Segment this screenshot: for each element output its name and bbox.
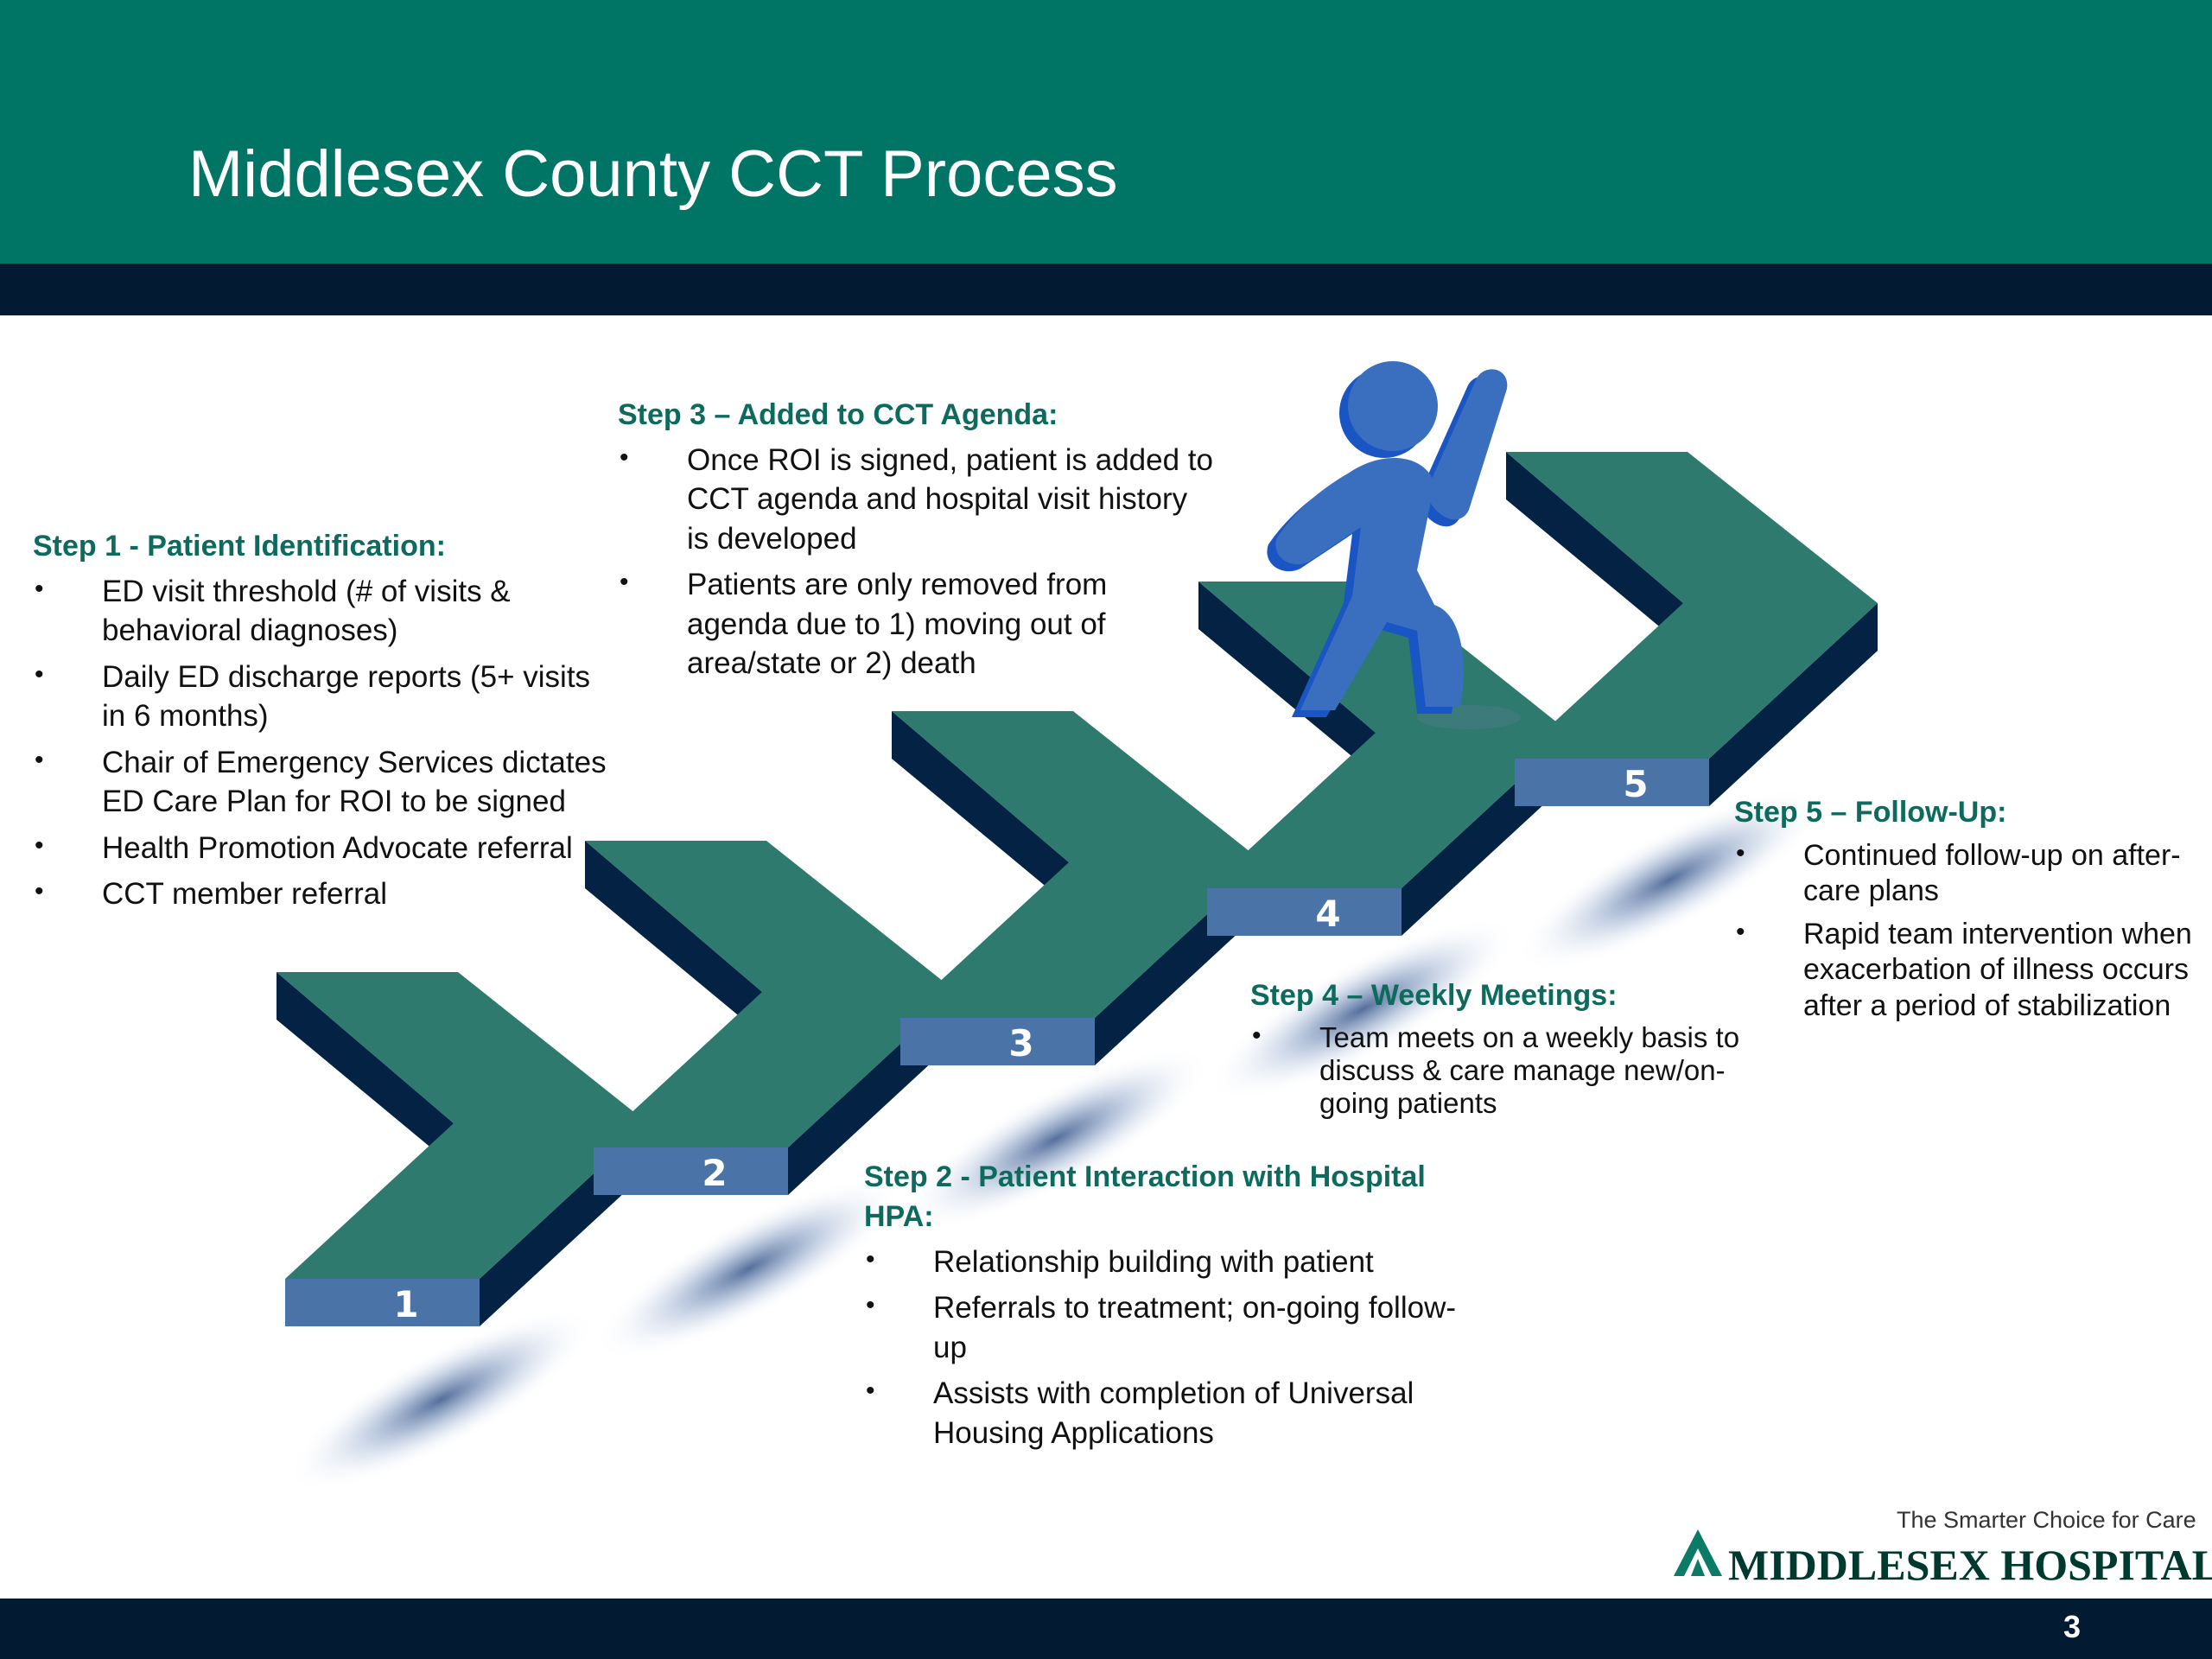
step-1-block: Step 1 - Patient Identification: ED visi… bbox=[33, 527, 612, 921]
step-arrow-underside bbox=[1506, 452, 1683, 646]
slide-title: Middlesex County CCT Process bbox=[188, 137, 1118, 211]
list-item: Health Promotion Advocate referral bbox=[33, 829, 612, 868]
header-band bbox=[0, 0, 2212, 264]
step-1-title: Step 1 - Patient Identification: bbox=[33, 530, 446, 563]
step-shadow bbox=[901, 1047, 1211, 1230]
step-shadow bbox=[1516, 788, 1825, 971]
logo-text: MIDDLESEX HOSPITAL bbox=[1728, 1541, 2212, 1589]
step-arrow-underside bbox=[276, 972, 454, 1166]
footer-band bbox=[0, 1599, 2212, 1659]
step-arrow-front bbox=[1207, 888, 1402, 936]
list-item: Chair of Emergency Services dictates ED … bbox=[33, 743, 612, 822]
logo-tagline: The Smarter Choice for Care bbox=[1897, 1507, 2196, 1533]
header-dark-band bbox=[0, 264, 2212, 315]
step-number-2: 2 bbox=[702, 1152, 727, 1194]
step-4-bullets: Team meets on a weekly basis to discuss … bbox=[1250, 1021, 1760, 1120]
step-arrow-top bbox=[585, 841, 957, 1147]
step-arrow-front bbox=[594, 1147, 788, 1195]
step-5-block: Step 5 – Follow-Up: Continued follow-up … bbox=[1734, 793, 2212, 1031]
step-number-5: 5 bbox=[1623, 763, 1648, 805]
step-5-title: Step 5 – Follow-Up: bbox=[1734, 796, 2007, 829]
step-4-title: Step 4 – Weekly Meetings: bbox=[1250, 979, 1618, 1012]
list-item: ED visit threshold (# of visits & behavi… bbox=[33, 572, 612, 651]
step-shadow bbox=[594, 1177, 904, 1360]
step-arrow-front bbox=[1515, 759, 1709, 806]
list-item: Patients are only removed from agenda du… bbox=[618, 565, 1214, 683]
list-item: Rapid team intervention when exacerbatio… bbox=[1734, 917, 2212, 1024]
step-arrow-underside bbox=[892, 711, 1069, 906]
step-arrow-front bbox=[900, 1018, 1095, 1065]
list-item: Daily ED discharge reports (5+ visits in… bbox=[33, 658, 612, 736]
climbing-person-icon bbox=[1267, 361, 1521, 729]
step-arrow-top bbox=[892, 711, 1263, 1018]
step-arrow-1: 1 bbox=[276, 972, 648, 1326]
list-item: Referrals to treatment; on-going follow-… bbox=[864, 1288, 1469, 1367]
step-arrow-underside bbox=[585, 841, 762, 1035]
step-3-bullets: Once ROI is signed, patient is added to … bbox=[618, 441, 1214, 683]
step-shadow bbox=[286, 1308, 595, 1491]
list-item: Continued follow-up on after-care plans bbox=[1734, 838, 2212, 910]
list-item: Team meets on a weekly basis to discuss … bbox=[1250, 1021, 1760, 1120]
step-arrow-top bbox=[1506, 452, 1878, 759]
list-item: CCT member referral bbox=[33, 874, 612, 914]
hospital-logo-icon bbox=[1674, 1529, 1722, 1576]
step-1-bullets: ED visit threshold (# of visits & behavi… bbox=[33, 572, 612, 914]
step-3-title: Step 3 – Added to CCT Agenda: bbox=[618, 398, 1058, 431]
step-arrow-top bbox=[1198, 582, 1570, 888]
step-arrow-front bbox=[285, 1279, 480, 1326]
step-2-block: Step 2 - Patient Interaction with Hospit… bbox=[864, 1158, 1469, 1459]
list-item: Assists with completion of Universal Hou… bbox=[864, 1374, 1469, 1452]
step-number-3: 3 bbox=[1008, 1022, 1033, 1065]
step-arrow-4: 4 bbox=[1198, 582, 1570, 936]
list-item: Once ROI is signed, patient is added to … bbox=[618, 441, 1214, 559]
step-arrow-5: 5 bbox=[1506, 452, 1878, 806]
arrow-steps: 1 2 3 4 5 bbox=[276, 452, 1878, 1326]
step-arrow-top bbox=[276, 972, 648, 1279]
step-arrow-underside bbox=[1198, 582, 1376, 776]
page-number: 3 bbox=[2063, 1609, 2081, 1644]
step-arrow-3: 3 bbox=[892, 711, 1263, 1065]
step-2-title: Step 2 - Patient Interaction with Hospit… bbox=[864, 1160, 1426, 1233]
step-5-bullets: Continued follow-up on after-care plans … bbox=[1734, 838, 2212, 1024]
step-4-block: Step 4 – Weekly Meetings: Team meets on … bbox=[1250, 976, 1760, 1127]
step-2-bullets: Relationship building with patient Refer… bbox=[864, 1243, 1469, 1453]
list-item: Relationship building with patient bbox=[864, 1243, 1469, 1282]
step-arrow-side bbox=[1709, 603, 1878, 806]
step-3-block: Step 3 – Added to CCT Agenda: Once ROI i… bbox=[618, 396, 1214, 690]
step-number-4: 4 bbox=[1315, 893, 1340, 935]
step-number-1: 1 bbox=[393, 1283, 418, 1325]
